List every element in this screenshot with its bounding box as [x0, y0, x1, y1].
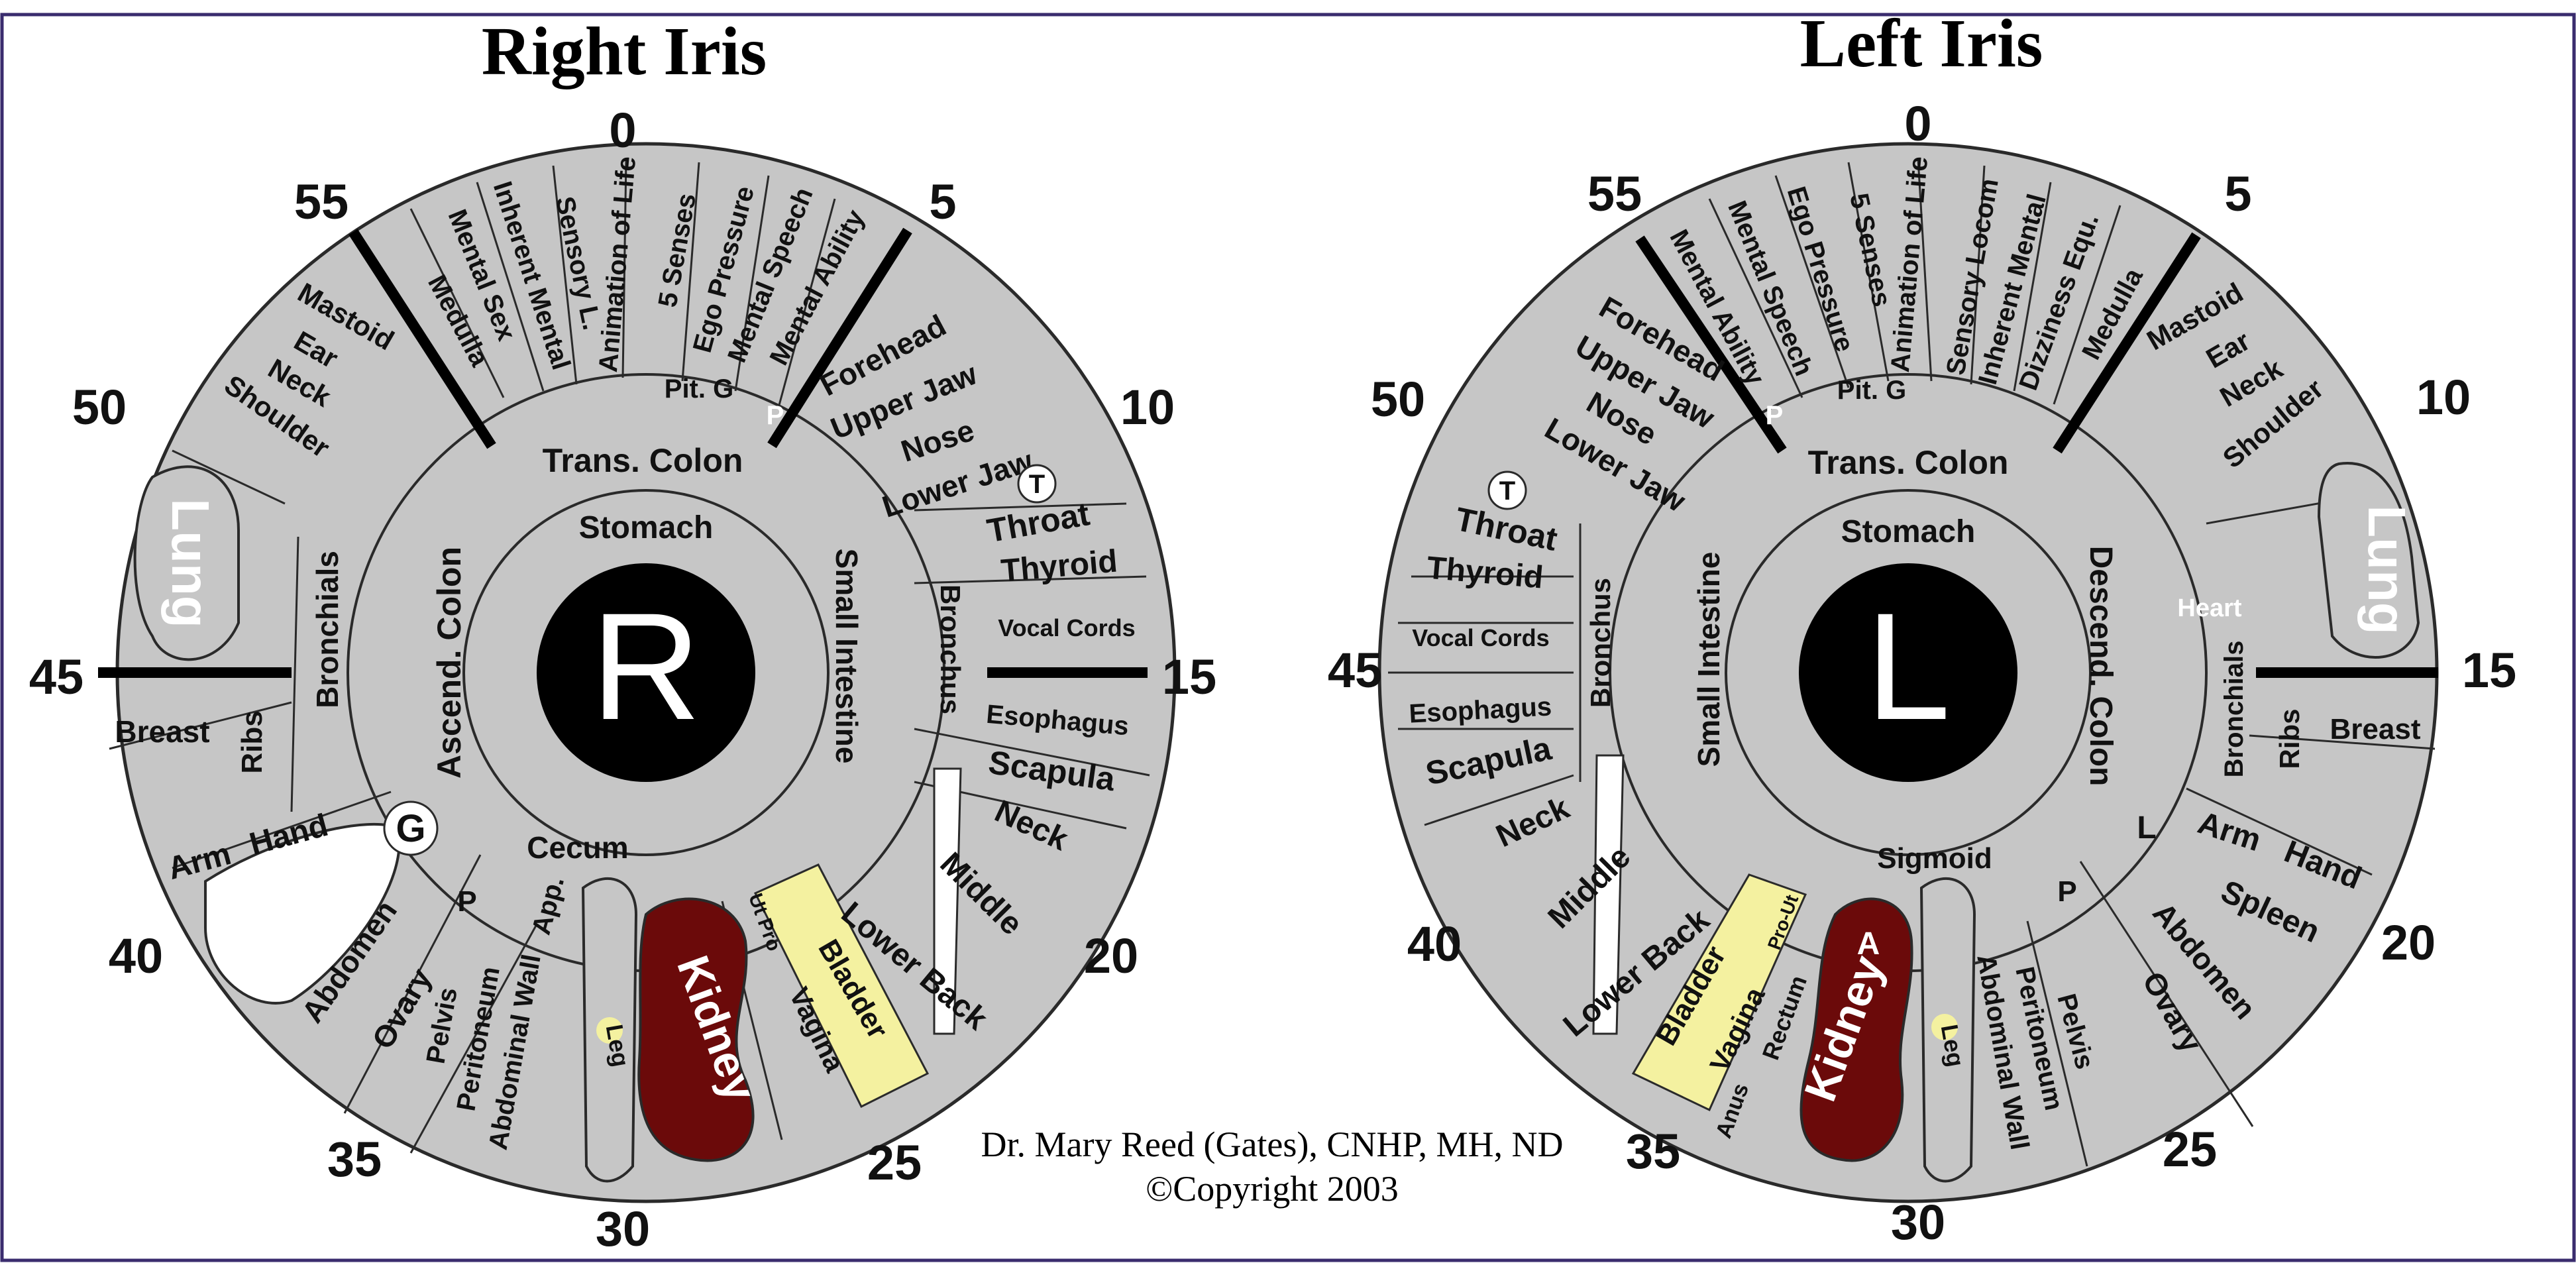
right-spine-shape	[933, 767, 962, 1035]
left-leg-spot	[1931, 1014, 1958, 1040]
left-pupil	[1799, 563, 2017, 782]
right-ring-labels: Stomach Trans. Colon Ascend. Colon Small…	[431, 442, 864, 938]
left-label-breast: Breast	[2330, 713, 2421, 745]
right-number-55: 55	[294, 174, 349, 229]
right-label-t: T	[1029, 470, 1045, 499]
left-number-50: 50	[1371, 372, 1425, 427]
right-kidney-shape	[637, 897, 755, 1162]
left-label-t: T	[1499, 476, 1515, 506]
right-label-p: P	[767, 401, 784, 430]
left-label-descend-colon: Descend. Colon	[2083, 546, 2118, 787]
right-number-15: 15	[1162, 649, 1216, 704]
right-label-small-intestine: Small Intestine	[830, 549, 864, 764]
right-iris-title: Right Iris	[482, 13, 767, 89]
left-label-a: A	[1857, 926, 1880, 961]
left-number-40: 40	[1407, 916, 1462, 971]
left-thin-lines	[1388, 158, 2436, 1167]
left-divider-55	[1635, 235, 1787, 454]
right-number-35: 35	[327, 1132, 382, 1187]
right-iris: Right Iris R	[29, 13, 1216, 1256]
left-label-sigmoid: Sigmoid	[1877, 842, 1992, 875]
right-label-bronchus: Bronchus	[935, 584, 966, 714]
right-number-10: 10	[1120, 380, 1175, 435]
left-label-p2: P	[2057, 875, 2076, 908]
right-divider-5	[767, 227, 912, 449]
left-lung-shape	[2317, 462, 2420, 659]
right-g-badge	[383, 800, 439, 856]
left-iris-numbers: 0 5 10 15 20 25 30 35 40 45 50 55	[1328, 96, 2516, 1250]
right-pupil	[537, 563, 755, 782]
left-iris-title: Left Iris	[1800, 5, 2043, 82]
left-number-0: 0	[1904, 96, 1931, 151]
left-label-stomach: Stomach	[1841, 514, 1976, 549]
credit-line-1: Dr. Mary Reed (Gates), CNHP, MH, ND	[981, 1125, 1564, 1164]
left-label-bronchus: Bronchus	[1585, 578, 1616, 708]
right-liver-shape	[204, 822, 401, 1005]
right-t-badge	[1017, 464, 1057, 504]
left-label-vocal-cords: Vocal Cords	[1412, 624, 1549, 651]
right-thin-lines	[109, 158, 1150, 1154]
left-t-badge	[1487, 470, 1527, 510]
right-divider-55	[349, 229, 496, 449]
right-label-cecum: Cecum	[527, 830, 628, 865]
left-iris: Left Iris L	[1328, 5, 2516, 1250]
right-leg-spot	[596, 1017, 623, 1044]
left-bladder-band	[1631, 873, 1807, 1112]
right-label-pit-g: Pit. G	[665, 374, 733, 404]
right-number-20: 20	[1084, 928, 1138, 983]
right-label-g: G	[396, 807, 425, 850]
left-number-5: 5	[2224, 166, 2251, 221]
credit-line-2: ©Copyright 2003	[1146, 1169, 1399, 1209]
left-divider-5	[2053, 232, 2201, 454]
left-number-35: 35	[1626, 1124, 1680, 1179]
left-number-15: 15	[2462, 643, 2516, 698]
right-number-25: 25	[867, 1135, 922, 1190]
left-number-20: 20	[2381, 915, 2436, 970]
right-label-breast: Breast	[115, 714, 209, 749]
right-number-45: 45	[29, 649, 83, 704]
right-label-vocal-cords: Vocal Cords	[998, 614, 1135, 641]
right-lung-shape	[133, 465, 240, 661]
left-label-bronchials: Bronchials	[2220, 641, 2249, 778]
right-label-p2: P	[457, 885, 476, 918]
right-bladder-band	[753, 863, 930, 1109]
right-number-40: 40	[109, 928, 163, 983]
left-ring-labels: Stomach Trans. Colon Descend. Colon Smal…	[1691, 444, 2118, 875]
left-label-small-intestine: Small Intestine	[1691, 552, 1726, 767]
left-number-55: 55	[1587, 166, 1642, 221]
right-label-bronchials: Bronchials	[310, 551, 345, 708]
left-number-25: 25	[2163, 1122, 2217, 1177]
right-number-0: 0	[609, 103, 636, 158]
left-label-pit-g: Pit. G	[1837, 376, 1906, 405]
left-number-30: 30	[1891, 1195, 1945, 1250]
right-number-50: 50	[72, 380, 127, 435]
right-label-ascend-colon: Ascend. Colon	[431, 547, 468, 779]
right-iris-numbers: 0 5 10 15 20 25 30 35 40 45 50 55	[29, 103, 1216, 1256]
left-label-heart: Heart	[2177, 594, 2241, 622]
right-label-trans-colon: Trans. Colon	[543, 442, 743, 479]
left-number-45: 45	[1328, 643, 1382, 698]
right-pupil-letter: R	[591, 581, 701, 751]
right-label-lung: Lung	[161, 498, 220, 628]
left-label-l: L	[2137, 810, 2156, 846]
right-number-30: 30	[596, 1201, 650, 1256]
right-label-stomach: Stomach	[579, 510, 714, 545]
left-number-10: 10	[2416, 370, 2471, 425]
left-spine-shape	[1592, 754, 1625, 1035]
left-label-lung: Lung	[2357, 505, 2416, 634]
left-label-p: P	[1766, 401, 1784, 430]
right-number-5: 5	[929, 174, 956, 229]
left-pupil-letter: L	[1866, 581, 1951, 751]
left-kidney-shape	[1799, 897, 1913, 1162]
left-label-ribs: Ribs	[2274, 708, 2305, 769]
left-label-trans-colon: Trans. Colon	[1808, 444, 2009, 481]
right-label-ribs: Ribs	[236, 710, 268, 773]
